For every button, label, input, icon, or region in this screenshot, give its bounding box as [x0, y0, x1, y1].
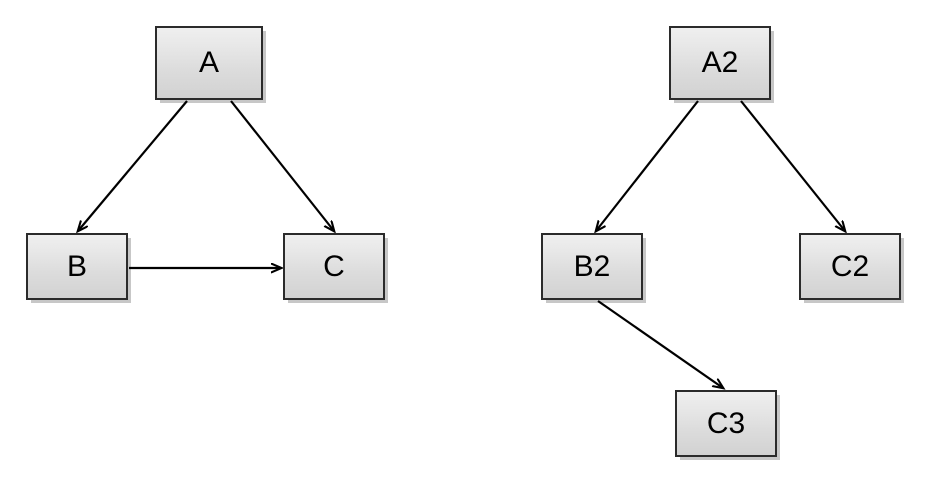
node-label: C2	[830, 249, 870, 283]
edge-a-to-b	[78, 100, 188, 231]
node-b2[interactable]: B2	[541, 233, 643, 300]
node-label: B	[66, 249, 87, 283]
node-c3[interactable]: C3	[675, 390, 777, 457]
node-a[interactable]: A	[155, 26, 263, 100]
edge-a2-to-c2	[740, 100, 845, 231]
edge-a2-to-b2	[596, 100, 699, 231]
node-c[interactable]: C	[283, 233, 385, 300]
node-label: A	[198, 46, 219, 79]
node-label: B2	[573, 249, 611, 283]
node-label: A2	[701, 46, 739, 79]
node-label: C	[323, 249, 345, 283]
node-c2[interactable]: C2	[799, 233, 901, 300]
edge-paths	[78, 100, 845, 388]
edge-a-to-c	[230, 100, 334, 231]
node-label: C3	[706, 406, 746, 440]
edge-b2-to-c3	[597, 300, 723, 388]
node-b[interactable]: B	[26, 233, 128, 300]
node-a2[interactable]: A2	[669, 26, 771, 100]
